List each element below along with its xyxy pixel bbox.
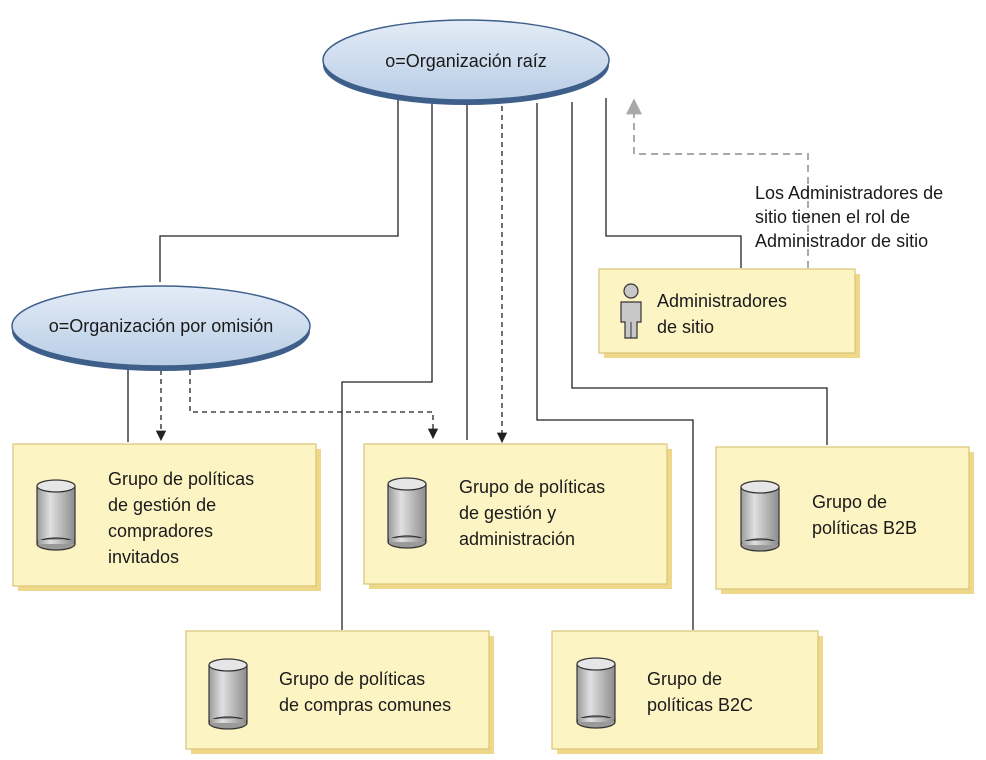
connector-root-b2c bbox=[536, 103, 694, 630]
dashed-arrows bbox=[155, 98, 809, 444]
management-admin-policy-group-node: Grupo de políticas de gestión y administ… bbox=[363, 443, 672, 589]
b2c-policy-group-node: Grupo de políticas B2C bbox=[551, 630, 823, 754]
root-organization-label: o=Organización raíz bbox=[385, 51, 547, 71]
database-icon bbox=[740, 480, 780, 552]
database-icon bbox=[387, 477, 427, 549]
site-admins-node: Administradores de sitio bbox=[598, 268, 860, 358]
b2b-policy-group-label: Grupo de políticas B2B bbox=[812, 492, 917, 538]
dashed-arrow-default-org-mgmt-admin bbox=[189, 370, 439, 440]
person-icon bbox=[620, 283, 642, 339]
connector-root-site-admins bbox=[605, 98, 742, 268]
connector-root-b2b bbox=[571, 102, 828, 445]
common-shopping-policy-group-label: Grupo de políticas de compras comunes bbox=[279, 669, 451, 715]
common-shopping-policy-group-node: Grupo de políticas de compras comunes bbox=[185, 630, 494, 754]
guest-buyers-policy-group-label: Grupo de políticas de gestión de comprad… bbox=[108, 469, 259, 567]
dashed-arrow-site-admins-root bbox=[626, 98, 809, 268]
connector-root-common-shopping bbox=[341, 102, 433, 630]
b2b-policy-group-node: Grupo de políticas B2B bbox=[715, 446, 974, 594]
database-icon bbox=[36, 479, 76, 551]
site-admins-label: Administradores de sitio bbox=[657, 291, 792, 337]
root-organization-node: o=Organización raíz bbox=[322, 19, 610, 105]
connector-root-default-org bbox=[159, 100, 399, 282]
default-organization-label: o=Organización por omisión bbox=[49, 316, 274, 336]
connectors bbox=[127, 98, 828, 630]
site-admin-role-annotation: Los Administradores de sitio tienen el r… bbox=[755, 183, 948, 251]
guest-buyers-policy-group-node: Grupo de políticas de gestión de comprad… bbox=[12, 443, 321, 591]
b2c-policy-group-label: Grupo de políticas B2C bbox=[647, 669, 753, 715]
database-icon bbox=[208, 658, 248, 730]
default-organization-node: o=Organización por omisión bbox=[11, 285, 311, 371]
database-icon bbox=[576, 657, 616, 729]
management-admin-policy-group-label: Grupo de políticas de gestión y administ… bbox=[459, 477, 610, 549]
